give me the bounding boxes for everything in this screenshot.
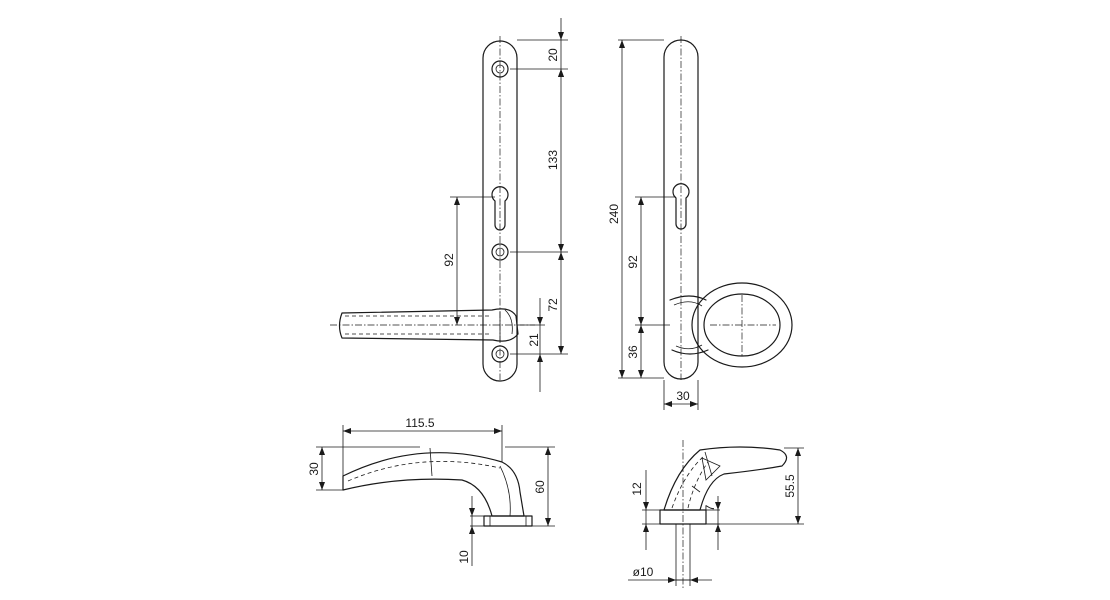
dim-front-screw-to-lever: 72: [546, 298, 560, 312]
side-view: 240 92 36 30: [607, 36, 793, 410]
dim-lever-grip-height: 30: [307, 462, 321, 476]
front-view: 20 133 72 21 92: [330, 18, 568, 392]
dim-side-knob-to-bottom: 36: [626, 345, 640, 359]
dim-front-key-to-lever: 92: [442, 253, 456, 267]
front-middle-screw: [491, 243, 509, 261]
dim-spindle-diameter: ø10: [633, 565, 654, 579]
dim-side-plate-width: 30: [676, 389, 690, 403]
lever-body: [342, 452, 525, 517]
dim-front-top-offset: 20: [546, 48, 560, 62]
side-backplate: [663, 39, 699, 380]
lever-rose: [483, 515, 533, 527]
dim-lever-total-height: 60: [533, 480, 547, 494]
profile-lever-body: [663, 446, 788, 511]
dim-lever-length: 115.5: [405, 416, 434, 430]
front-bottom-screw: [491, 345, 509, 363]
dim-profile-neck: 12: [630, 482, 644, 496]
dim-profile-total-height: 55.5: [783, 474, 797, 498]
front-backplate: [482, 40, 518, 382]
dim-side-total-length: 240: [607, 204, 621, 224]
dim-front-lever-to-bottom: 21: [527, 333, 541, 347]
dim-front-screw-to-key: 133: [546, 150, 560, 170]
front-lever-handle: [330, 308, 535, 342]
side-knob: [669, 282, 793, 368]
side-keyhole: [672, 183, 690, 230]
lever-side-view: 115.5 30 60 10: [307, 416, 555, 566]
dim-profile-rose: 7: [703, 504, 717, 511]
dim-side-key-to-knob: 92: [626, 255, 640, 269]
profile-view: 12 7 55.5 ø10: [628, 440, 804, 590]
front-top-screw: [491, 60, 509, 78]
dim-lever-rose-height: 10: [457, 550, 471, 564]
front-keyhole: [491, 186, 509, 231]
